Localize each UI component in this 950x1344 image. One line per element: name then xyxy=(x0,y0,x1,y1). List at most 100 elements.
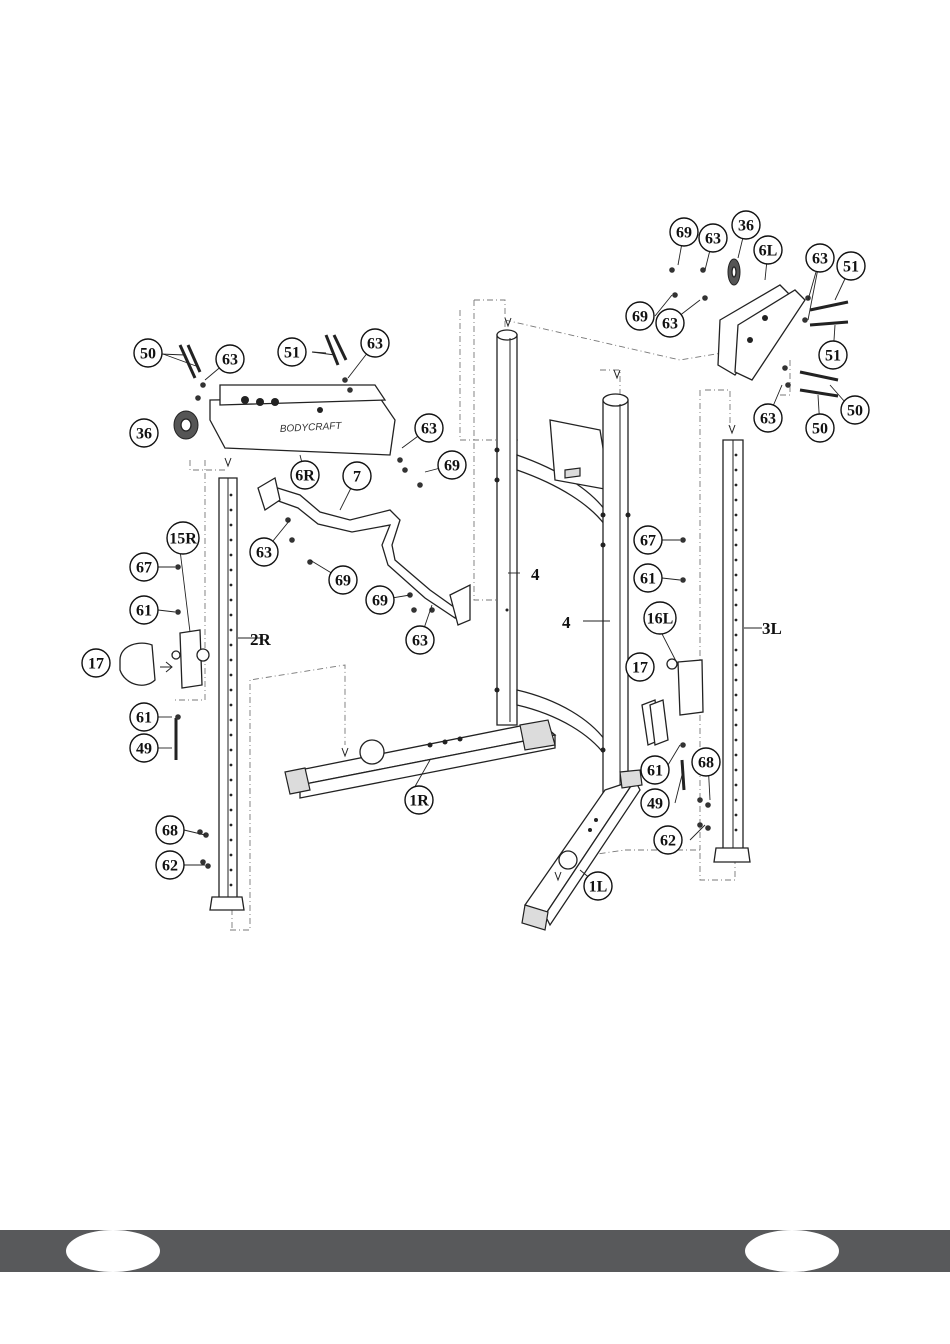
post-hole xyxy=(230,614,233,617)
callout-label: 62 xyxy=(162,858,178,875)
nut xyxy=(697,797,703,803)
callout-36: 36 xyxy=(130,419,158,447)
post-hole xyxy=(230,869,233,872)
callout-63: 63 xyxy=(754,404,782,432)
rear-curved-brace xyxy=(517,420,610,755)
post-hole xyxy=(230,629,233,632)
callout-1l: 1L xyxy=(584,872,612,900)
nut xyxy=(342,377,348,383)
arrow-down-icon xyxy=(729,425,735,433)
callout-label: 69 xyxy=(676,225,692,242)
pulley-plate-17-right xyxy=(642,700,668,745)
post-hole xyxy=(230,854,233,857)
nut xyxy=(672,292,678,298)
post-hole xyxy=(230,764,233,767)
callout-label: 69 xyxy=(335,573,351,590)
bolt xyxy=(810,322,848,325)
callout-51: 51 xyxy=(837,252,865,280)
nut xyxy=(785,382,791,388)
callout-label: 62 xyxy=(660,833,676,850)
nut xyxy=(205,863,211,869)
page-number-oval-right xyxy=(745,1230,839,1272)
post-hole xyxy=(230,494,233,497)
post-hole xyxy=(735,769,738,772)
callout-label: 50 xyxy=(812,421,828,438)
callout-62: 62 xyxy=(156,851,184,879)
callout-61: 61 xyxy=(634,564,662,592)
callout-label: 51 xyxy=(843,259,859,276)
nut xyxy=(347,387,353,393)
post-hole xyxy=(230,884,233,887)
callout-label: 16L xyxy=(647,611,674,628)
post-hole xyxy=(735,469,738,472)
callout-label: 63 xyxy=(812,251,828,268)
callout-63: 63 xyxy=(361,329,389,357)
nut xyxy=(289,537,295,543)
post-hole xyxy=(230,704,233,707)
callout-69: 69 xyxy=(366,586,394,614)
post-hole xyxy=(230,689,233,692)
callout-1r: 1R xyxy=(405,786,433,814)
guide-line xyxy=(474,300,505,330)
carriage-16L xyxy=(660,630,703,715)
callout-label: 63 xyxy=(662,316,678,333)
bolt xyxy=(810,302,848,310)
callout-17: 17 xyxy=(626,653,654,681)
callout-label: 69 xyxy=(444,458,460,475)
callout-17: 17 xyxy=(82,649,110,677)
post-hole xyxy=(230,509,233,512)
guide-line xyxy=(230,665,345,930)
post-hole xyxy=(230,659,233,662)
callout-69: 69 xyxy=(670,218,698,246)
post-hole xyxy=(735,634,738,637)
callout-49: 49 xyxy=(641,789,669,817)
post-hole xyxy=(230,809,233,812)
post-hole xyxy=(230,794,233,797)
post-hole xyxy=(735,814,738,817)
post-hole xyxy=(735,799,738,802)
nut xyxy=(702,295,708,301)
callout-6r: 6R xyxy=(291,461,319,489)
upright-post-4-right xyxy=(601,370,631,805)
base-frame-1L xyxy=(522,770,642,930)
pull-up-bar-7 xyxy=(258,478,470,625)
post-hole xyxy=(230,554,233,557)
callout-label: 61 xyxy=(640,571,656,588)
bolt xyxy=(800,372,838,380)
callout-label: 50 xyxy=(140,346,156,363)
post-hole xyxy=(735,514,738,517)
post-hole xyxy=(230,734,233,737)
callout-50: 50 xyxy=(134,339,162,367)
carriage-15R xyxy=(172,550,209,688)
callout-50: 50 xyxy=(806,414,834,442)
post-hole xyxy=(230,824,233,827)
callout-6l: 6L xyxy=(754,236,782,264)
post-hole xyxy=(230,539,233,542)
callout-label: 50 xyxy=(847,403,863,420)
callout-61: 61 xyxy=(641,756,669,784)
nut xyxy=(705,825,711,831)
post-hole xyxy=(230,644,233,647)
callout-label: 61 xyxy=(136,710,152,727)
callout-63: 63 xyxy=(699,224,727,252)
post-hole xyxy=(735,679,738,682)
nut xyxy=(680,577,686,583)
nut xyxy=(175,714,181,720)
post-hole xyxy=(735,664,738,667)
bolt xyxy=(800,390,838,396)
callout-label: 63 xyxy=(412,633,428,650)
callout-63: 63 xyxy=(406,626,434,654)
guide-line xyxy=(705,390,730,430)
callout-label: 51 xyxy=(825,348,841,365)
nut xyxy=(802,317,808,323)
callout-label: 63 xyxy=(256,545,272,562)
callout-68: 68 xyxy=(156,816,184,844)
callout-label: 1L xyxy=(589,879,608,896)
nut xyxy=(782,365,788,371)
post-hole xyxy=(735,499,738,502)
callout-50: 50 xyxy=(841,396,869,424)
callout-63: 63 xyxy=(806,244,834,272)
nut xyxy=(411,607,417,613)
guide-line xyxy=(600,370,620,395)
